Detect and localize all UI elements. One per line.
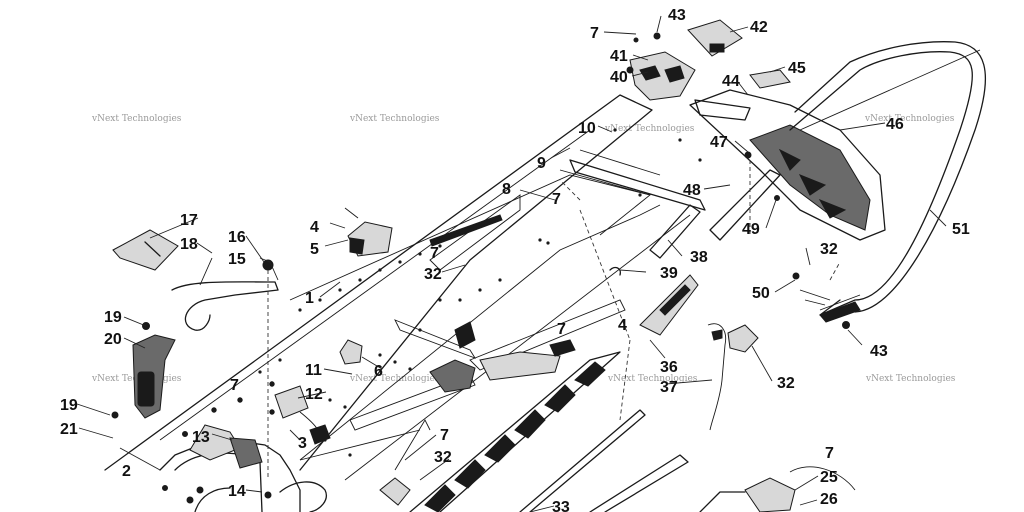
callout-46: 46	[886, 116, 904, 133]
callout-42: 42	[750, 19, 768, 36]
callout-43-top: 43	[668, 7, 686, 24]
callout-7-center: 7	[557, 321, 566, 338]
callout-19-upper: 19	[104, 309, 122, 326]
right-middle-parts	[609, 204, 759, 431]
callout-6: 6	[374, 363, 383, 380]
callout-1: 1	[305, 290, 314, 307]
callout-49: 49	[742, 221, 760, 238]
callout-32-right: 32	[820, 241, 838, 258]
watermark-6: vNext Technologies	[349, 374, 440, 384]
callout-41: 41	[610, 48, 628, 65]
callout-44: 44	[722, 73, 740, 90]
callout-10: 10	[578, 120, 596, 137]
callout-37: 37	[660, 379, 678, 396]
rear-grab-bar	[789, 41, 987, 329]
callout-43-right: 43	[870, 343, 888, 360]
callout-2: 2	[122, 463, 131, 480]
callout-7-lower: 7	[440, 427, 449, 444]
callout-40: 40	[610, 69, 628, 86]
callout-32-lower-right: 32	[777, 375, 795, 392]
callout-32-mid: 32	[424, 266, 442, 283]
callout-8: 8	[502, 181, 511, 198]
watermark-8: vNext Technologies	[865, 374, 956, 384]
callout-21: 21	[60, 421, 78, 438]
front-bumper-assembly	[159, 424, 327, 512]
slide-rail-track	[379, 351, 689, 512]
callout-4-lower: 4	[618, 317, 627, 334]
watermark-4: vNext Technologies	[864, 114, 955, 124]
callout-17: 17	[180, 212, 198, 229]
watermark-1: vNext Technologies	[91, 114, 182, 124]
callout-32-lower: 32	[434, 449, 452, 466]
callout-48: 48	[683, 182, 701, 199]
callout-26: 26	[820, 491, 838, 508]
watermark-2: vNext Technologies	[349, 114, 440, 124]
center-bracket	[429, 339, 576, 393]
bottom-right-parts	[699, 466, 856, 512]
left-side-parts	[111, 229, 279, 480]
part-6-patch	[339, 339, 363, 365]
callout-12: 12	[305, 386, 323, 403]
callout-15: 15	[228, 251, 246, 268]
callout-7-top: 7	[590, 25, 599, 42]
rear-snowflap	[689, 69, 886, 241]
callout-51: 51	[952, 221, 970, 238]
callout-7-left: 7	[230, 377, 239, 394]
tunnel-assembly	[104, 94, 706, 481]
callout-25: 25	[820, 469, 838, 486]
part-5-bracket	[344, 207, 393, 257]
callout-13: 13	[192, 429, 210, 446]
callout-14: 14	[228, 483, 246, 500]
module-parts	[211, 381, 331, 445]
callout-39: 39	[660, 265, 678, 282]
callout-7-bottom-right: 7	[825, 445, 834, 462]
callout-36: 36	[660, 359, 678, 376]
rear-bracket-top	[626, 19, 743, 101]
callout-20: 20	[104, 331, 122, 348]
callout-50: 50	[752, 285, 770, 302]
callout-labels: 1 2 3 4 4 5 6 7 7 7 7 7 7 7 8 9 10 11 12…	[60, 7, 970, 512]
assembly-lines	[559, 160, 841, 421]
callout-3: 3	[298, 435, 307, 452]
callout-7-tunnel: 7	[552, 191, 561, 208]
rivet-holes	[258, 128, 702, 457]
callout-4-upper: 4	[310, 219, 319, 236]
callout-33: 33	[552, 499, 570, 512]
callout-18: 18	[180, 236, 198, 253]
callout-7-mid: 7	[430, 245, 439, 262]
watermark-7: vNext Technologies	[607, 374, 698, 384]
callout-9: 9	[537, 155, 546, 172]
callout-38: 38	[690, 249, 708, 266]
leader-lines	[76, 15, 947, 512]
callout-47: 47	[710, 134, 728, 151]
watermark-3: vNext Technologies	[604, 124, 695, 134]
callout-5: 5	[310, 241, 319, 258]
callout-19-lower: 19	[60, 397, 78, 414]
callout-16: 16	[228, 229, 246, 246]
callout-11: 11	[305, 362, 322, 379]
callout-45: 45	[788, 60, 806, 77]
